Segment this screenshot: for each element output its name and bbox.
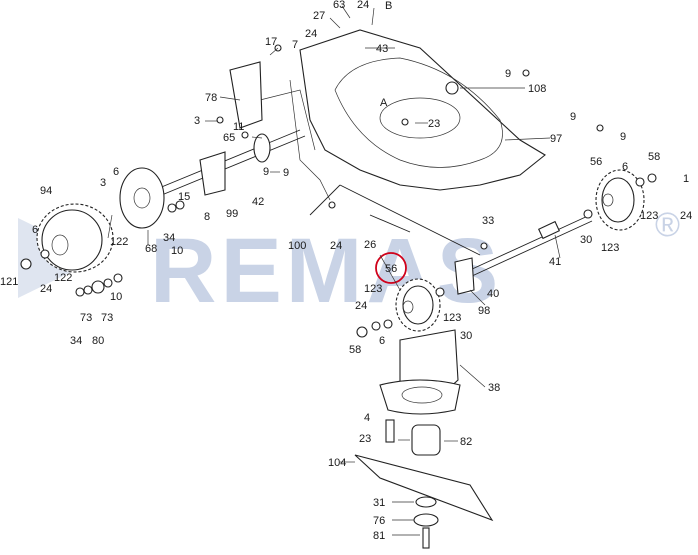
part-label: 58: [349, 344, 361, 356]
part-label: 123: [640, 210, 658, 222]
motor-housing: [379, 329, 461, 415]
part-label: B: [385, 0, 392, 12]
part-label: 121: [0, 276, 18, 288]
part-label: 1: [683, 173, 689, 185]
part-label: 6: [32, 224, 38, 236]
part-label: 30: [580, 234, 592, 246]
part-label: 34: [163, 232, 175, 244]
part-label: 4: [364, 412, 370, 424]
part-label: 7: [292, 39, 298, 51]
part-label: 8: [204, 211, 210, 223]
part-label: 41: [549, 256, 561, 268]
front-center-wheel: [356, 278, 445, 338]
part-label: 11: [233, 121, 244, 133]
part-label: 6: [379, 335, 385, 347]
part-label: 56: [385, 263, 397, 275]
part-label: 97: [550, 133, 562, 145]
part-label: 104: [328, 457, 346, 469]
part-label: 27: [313, 10, 325, 22]
part-label: 56: [590, 156, 602, 168]
part-label: 9: [620, 131, 626, 143]
part-label: 24: [680, 210, 692, 222]
part-label: 31: [373, 497, 385, 509]
part-label: 40: [487, 288, 499, 300]
part-label: 15: [178, 191, 190, 203]
part-label: 30: [460, 330, 472, 342]
part-label: 23: [359, 433, 371, 445]
part-label: 3: [100, 177, 106, 189]
part-label: 9: [505, 68, 511, 80]
part-label: 9: [263, 166, 269, 178]
fasteners: [216, 44, 604, 250]
watermark-logo: REMAS ®: [18, 206, 680, 322]
part-label: 100: [288, 240, 306, 252]
watermark-text: REMAS: [150, 220, 502, 322]
part-labels: 63 27 24 B 24 7 43 17 9 108 78 A 23 3 11…: [0, 0, 692, 542]
rear-axle-assembly: [119, 61, 306, 229]
part-label: 9: [570, 111, 576, 123]
part-label: 108: [528, 83, 546, 95]
leader-lines: [107, 5, 561, 536]
part-label: 23: [428, 118, 440, 130]
part-label: 73: [80, 312, 92, 324]
part-label: 26: [364, 239, 376, 251]
part-label: 24: [357, 0, 369, 11]
mower-deck: [259, 29, 546, 201]
part-label: 98: [478, 305, 490, 317]
part-label: 17: [265, 36, 277, 48]
part-label: A: [380, 97, 388, 109]
blade-assembly: [354, 419, 494, 549]
part-label: 24: [330, 240, 342, 252]
part-label: 58: [648, 151, 660, 163]
part-label: 122: [110, 236, 128, 248]
part-label: 123: [364, 283, 382, 295]
part-label: 24: [305, 28, 317, 40]
highlight-circle: [375, 252, 407, 284]
part-label: 34: [70, 335, 82, 347]
left-hub-parts: [75, 200, 185, 297]
part-label: 6: [622, 161, 628, 173]
part-label: 78: [205, 92, 217, 104]
watermark-registered-mark: ®: [655, 206, 680, 244]
part-label: 9: [283, 167, 289, 179]
part-label: 123: [601, 242, 619, 254]
part-label: 38: [488, 382, 500, 394]
part-label: 76: [373, 515, 385, 527]
part-label: 3: [194, 115, 200, 127]
part-label: 10: [110, 291, 122, 303]
part-label: 33: [482, 215, 494, 227]
part-label: 24: [40, 283, 52, 295]
part-label: 6: [113, 166, 119, 178]
part-label: 81: [373, 530, 385, 542]
front-axle-assembly: [309, 184, 593, 295]
part-label: 24: [355, 300, 367, 312]
part-label: 65: [223, 132, 235, 144]
part-label: 10: [171, 245, 183, 257]
part-label: 43: [376, 43, 388, 55]
part-label: 94: [40, 185, 52, 197]
part-label: 63: [333, 0, 345, 11]
part-label: 73: [101, 312, 113, 324]
part-label: 82: [460, 436, 472, 448]
part-label: 80: [92, 335, 104, 347]
part-label: 42: [252, 196, 264, 208]
rear-left-wheel: [20, 203, 114, 273]
part-label: 68: [145, 243, 157, 255]
part-label: 122: [54, 272, 72, 284]
front-right-wheel: [583, 169, 657, 231]
part-label: 99: [226, 208, 238, 220]
part-label: 123: [443, 312, 461, 324]
